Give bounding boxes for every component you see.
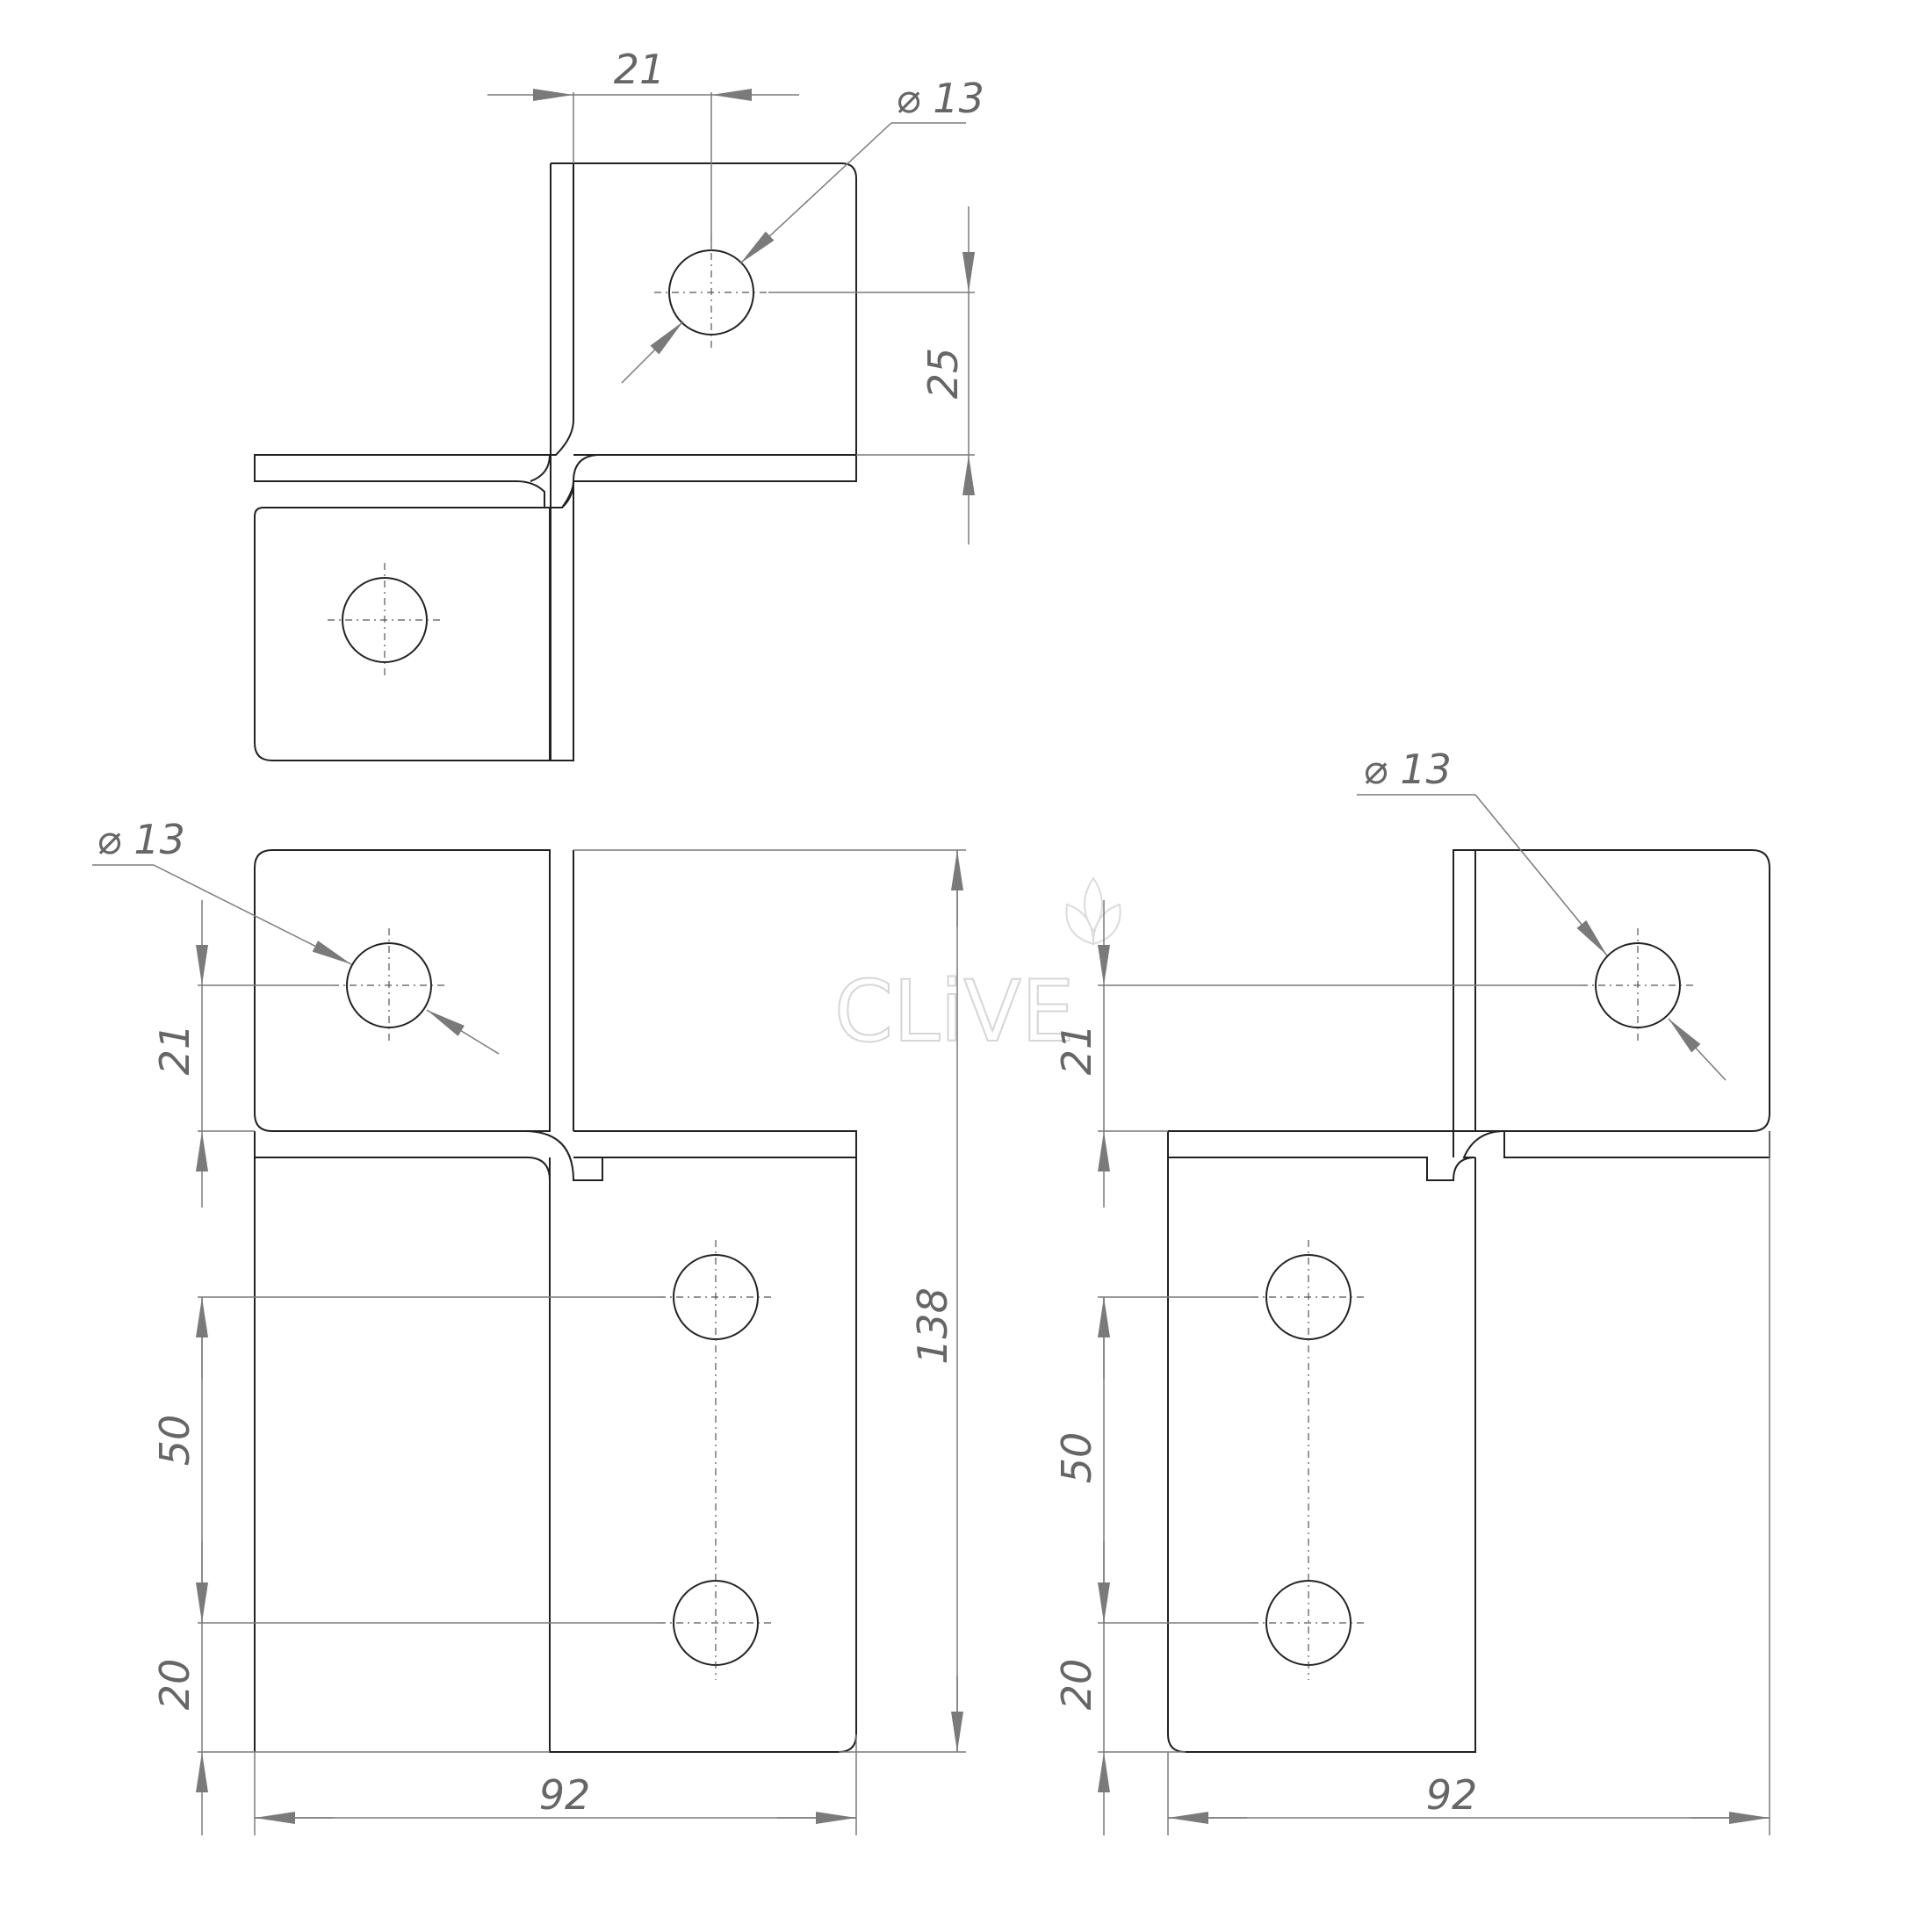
front-dim-flange: 21 (151, 1024, 198, 1076)
side-dim-flange: 21 (1053, 1024, 1100, 1076)
front-hole-label: ⌀ 13 (97, 816, 185, 863)
side-dim-hole-spacing: 50 (1053, 1432, 1100, 1484)
top-hole-label: ⌀ 13 (896, 75, 984, 122)
side-view-centerlines (1251, 928, 1695, 1680)
watermark-logo: CLiVE (833, 876, 1121, 1062)
front-view-centerlines (332, 928, 773, 1680)
front-dim-total-height: 138 (909, 1287, 956, 1365)
front-dim-hole-spacing: 50 (151, 1415, 198, 1467)
side-dim-total-width: 92 (1426, 1771, 1478, 1819)
side-view-dimensions (1098, 794, 1770, 1835)
front-view-dimensions (92, 849, 966, 1835)
side-flange-outline (1453, 849, 1770, 1132)
top-view-outline (254, 162, 574, 761)
top-view-dimensions (487, 89, 975, 544)
front-dim-hole-edge: 20 (151, 1659, 198, 1711)
top-dim-height: 25 (919, 348, 967, 400)
side-hole-label: ⌀ 13 (1363, 746, 1452, 793)
top-view-centerlines (328, 235, 768, 677)
top-view (254, 162, 857, 761)
front-flange-outline (254, 849, 551, 1132)
top-dim-width: 21 (614, 46, 666, 93)
side-dim-hole-edge: 20 (1053, 1659, 1100, 1711)
watermark-text: CLiVE (834, 962, 1075, 1061)
leaf-icon (1065, 876, 1121, 946)
front-dim-total-width: 92 (539, 1771, 591, 1819)
